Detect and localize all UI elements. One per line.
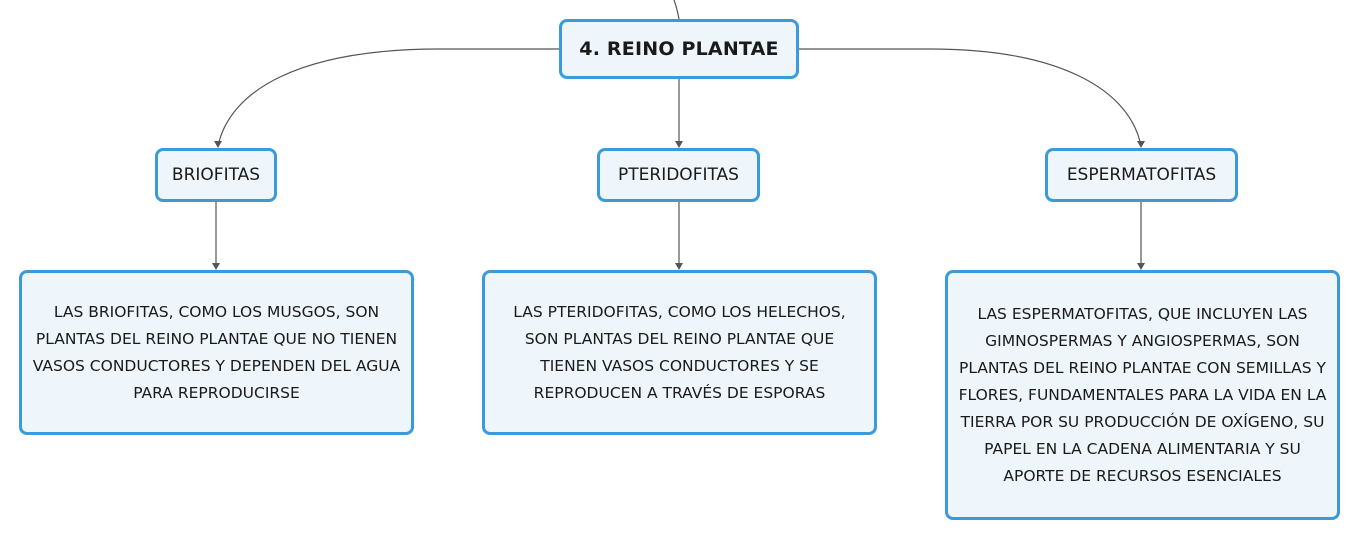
description-text-briofitas: LAS BRIOFITAS, COMO LOS MUSGOS, SON PLAN…	[32, 302, 401, 402]
topic-label-espermatofitas: ESPERMATOFITAS	[1066, 165, 1217, 185]
topic-label-briofitas: BRIOFITAS	[171, 165, 261, 185]
arrowhead-briofitas	[214, 141, 222, 148]
topic-node-briofitas[interactable]: BRIOFITAS	[155, 148, 277, 202]
arrowhead-espermatofitas	[1137, 141, 1145, 148]
topic-node-pteridofitas[interactable]: PTERIDOFITAS	[597, 148, 760, 202]
connector-root-to-espermatofitas	[799, 48, 1142, 147]
root-topic-node[interactable]: 4. REINO PLANTAE	[559, 19, 799, 79]
arrowhead-espermatofitas-desc	[1137, 263, 1145, 270]
arrowhead-pteridofitas	[675, 141, 683, 148]
description-node-briofitas[interactable]: LAS BRIOFITAS, COMO LOS MUSGOS, SON PLAN…	[19, 270, 414, 435]
description-text-espermatofitas: LAS ESPERMATOFITAS, QUE INCLUYEN LAS GIM…	[958, 304, 1327, 485]
description-node-pteridofitas[interactable]: LAS PTERIDOFITAS, COMO LOS HELECHOS, SON…	[482, 270, 877, 435]
arrowhead-briofitas-desc	[212, 263, 220, 270]
root-topic-label: 4. REINO PLANTAE	[579, 38, 779, 60]
topic-label-pteridofitas: PTERIDOFITAS	[618, 165, 739, 185]
description-node-espermatofitas[interactable]: LAS ESPERMATOFITAS, QUE INCLUYEN LAS GIM…	[945, 270, 1340, 520]
description-text-pteridofitas: LAS PTERIDOFITAS, COMO LOS HELECHOS, SON…	[513, 302, 846, 402]
connector-root-to-briofitas	[217, 48, 559, 147]
topic-node-espermatofitas[interactable]: ESPERMATOFITAS	[1045, 148, 1238, 202]
arrowhead-pteridofitas-desc	[675, 263, 683, 270]
connector-parent-to-root	[673, 0, 680, 20]
